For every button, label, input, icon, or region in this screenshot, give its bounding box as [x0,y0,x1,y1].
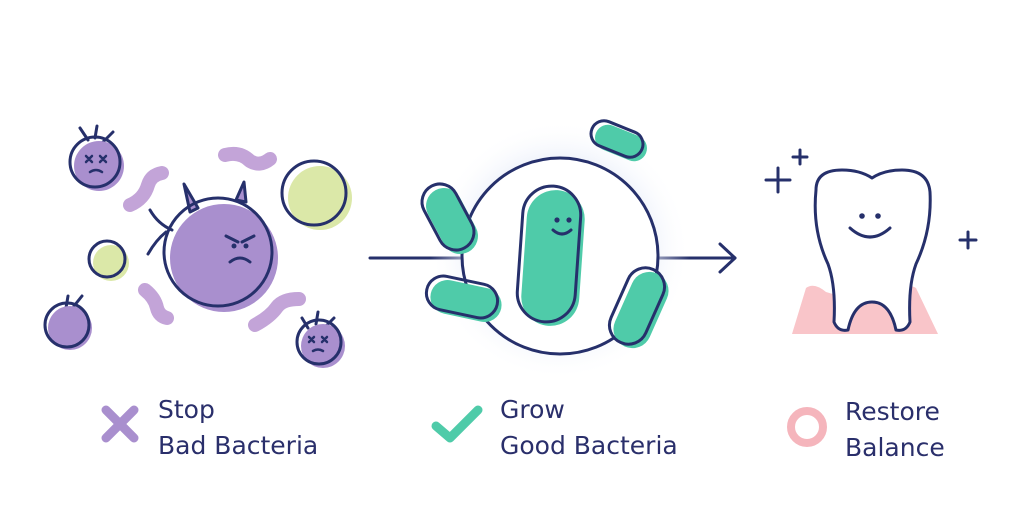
pill-bacteria [424,274,502,322]
pill-bacteria [607,266,669,349]
angry-bacteria-large [146,180,278,312]
sparkle-icon [764,166,792,194]
bacteria-worm [218,146,277,171]
lime-bacteria [280,159,352,230]
sparkle-icon [791,148,809,166]
dizzy-bacteria-top [68,124,124,191]
step-label-line1: Grow [500,395,565,424]
bad-bacteria-small [43,294,92,350]
healthy-tooth-group [764,148,978,334]
smiling-good-bacteria [515,184,585,326]
pill-bacteria [589,119,647,162]
step-label-grow: Grow Good Bacteria [500,392,678,464]
step-label-line1: Restore [845,397,940,426]
tooth-icon [813,168,932,332]
bacteria-worm [123,166,169,212]
step-label-line2: Balance [845,433,945,462]
step-label-line1: Stop [158,395,215,424]
step-label-restore: Restore Balance [845,394,945,466]
step-label-line2: Bad Bacteria [158,431,319,460]
good-bacteria-group [420,119,690,380]
bacteria-worm [248,292,306,332]
dizzy-bacteria-bottom [295,310,345,368]
check-icon [431,405,483,443]
step-label-stop: Stop Bad Bacteria [158,392,318,464]
cross-icon [101,405,139,443]
sparkle-icon [958,230,978,250]
pill-bacteria [420,182,478,255]
step-label-line2: Good Bacteria [500,431,678,460]
lime-bacteria-small [87,239,129,281]
ring-icon [787,407,827,447]
bacteria-worm [138,283,174,325]
bad-bacteria-group [43,124,352,368]
